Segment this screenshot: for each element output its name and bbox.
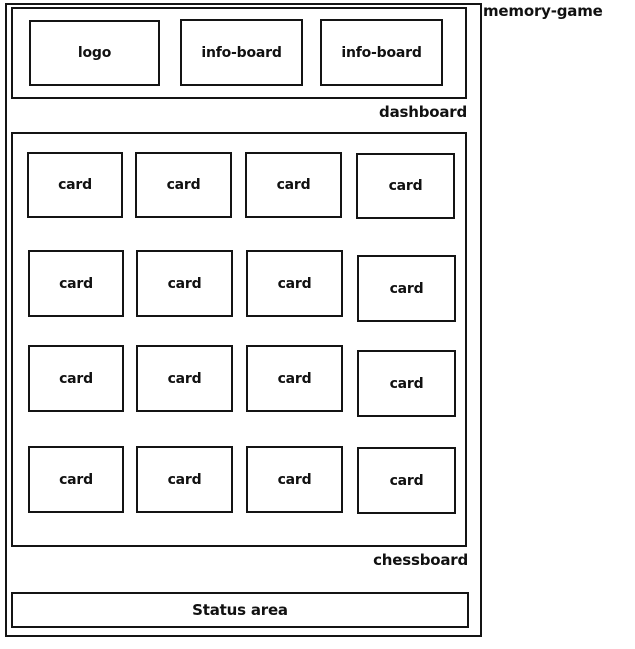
info-board-2-label: info-board	[341, 44, 422, 61]
card-label: card	[167, 275, 202, 292]
info-board-1-label: info-board	[201, 44, 282, 61]
card[interactable]: card	[246, 250, 343, 317]
card[interactable]: card	[135, 152, 232, 218]
status-area: Status area	[11, 592, 469, 628]
card-label: card	[389, 280, 424, 297]
card[interactable]: card	[28, 345, 124, 412]
card-label: card	[389, 375, 424, 392]
chessboard-region-label: chessboard	[373, 551, 468, 569]
card-label: card	[167, 471, 202, 488]
card-label: card	[388, 178, 423, 194]
card-label: card	[167, 370, 202, 387]
card-label: card	[59, 370, 93, 387]
card-label: card	[277, 370, 312, 387]
card[interactable]: card	[28, 446, 124, 513]
card[interactable]: card	[136, 345, 233, 412]
card[interactable]: card	[245, 152, 342, 218]
card[interactable]: card	[27, 152, 123, 218]
info-board-1: info-board	[180, 19, 303, 86]
card[interactable]: card	[357, 255, 456, 322]
card[interactable]: card	[136, 250, 233, 317]
info-board-2: info-board	[320, 19, 443, 86]
card-label: card	[389, 472, 424, 489]
card-label: card	[276, 177, 311, 193]
card-label: card	[59, 471, 93, 488]
card[interactable]: card	[357, 350, 456, 417]
card[interactable]: card	[357, 447, 456, 514]
card-label: card	[166, 177, 201, 193]
logo-label: logo	[77, 45, 112, 61]
card[interactable]: card	[246, 345, 343, 412]
card[interactable]: card	[28, 250, 124, 317]
card-label: card	[58, 177, 92, 193]
dashboard-region-label: dashboard	[379, 103, 467, 121]
card[interactable]: card	[246, 446, 343, 513]
card[interactable]: card	[136, 446, 233, 513]
app-title: memory-game	[483, 2, 603, 20]
card-label: card	[277, 275, 312, 292]
logo-placeholder: logo	[29, 20, 160, 86]
card-label: card	[59, 275, 93, 292]
card[interactable]: card	[356, 153, 455, 219]
card-label: card	[277, 471, 312, 488]
status-area-label: Status area	[192, 601, 288, 619]
